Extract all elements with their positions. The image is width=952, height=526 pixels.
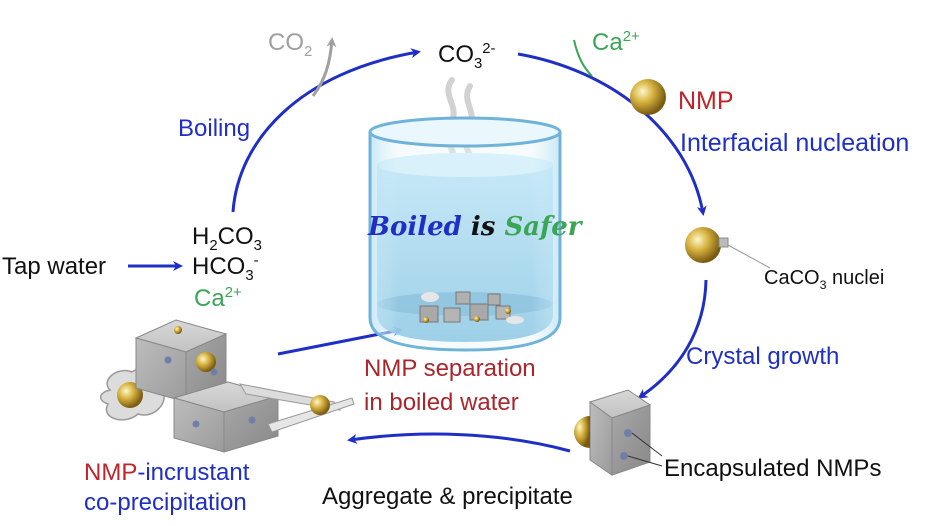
precipitate-arrow xyxy=(347,432,571,453)
calcium-ion-label-left: Ca2+ xyxy=(194,285,242,312)
nmp-particle-icon xyxy=(630,79,666,115)
nmp-separation-line1: NMP separation xyxy=(364,355,536,382)
co2-release-arrow xyxy=(311,37,337,97)
coprecipitation-label: co-precipitation xyxy=(84,489,247,516)
calcium-ion-label-top: Ca2+ xyxy=(592,29,640,56)
nmp-label: NMP xyxy=(678,87,734,115)
boiling-arrow xyxy=(231,48,421,213)
beaker-icon xyxy=(368,116,562,352)
encapsulated-nmps-label: Encapsulated NMPs xyxy=(664,455,882,482)
slogan: Boiled is Safer xyxy=(368,212,582,242)
bicarbonate-label: HCO3- xyxy=(192,253,259,284)
incrustant-cube-icon xyxy=(99,319,355,453)
co3-label: CO32- xyxy=(438,41,496,72)
crystal-growth-arrow xyxy=(637,279,708,399)
crystal-growth-label: Crystal growth xyxy=(686,343,840,370)
incrustant-label: NMP-incrustant xyxy=(84,459,250,486)
nmp-separation-line2: in boiled water xyxy=(364,389,519,416)
boiling-label: Boiling xyxy=(178,115,251,142)
aggregate-precipitate-label: Aggregate & precipitate xyxy=(322,483,573,510)
interfacial-nucleation-label: Interfacial nucleation xyxy=(680,129,910,157)
sediment-particles xyxy=(419,291,524,324)
ca-green-tick xyxy=(573,39,593,77)
tap-water-label: Tap water xyxy=(2,253,107,280)
co2-label: CO2 xyxy=(268,29,313,60)
carbonic-acid-label: H2CO3 xyxy=(192,223,262,254)
caco3-nuclei-label: CaCO3 nuclei xyxy=(764,267,885,292)
encapsulated-cube-icon xyxy=(574,389,663,476)
nuclei-particle-icon xyxy=(685,227,771,269)
